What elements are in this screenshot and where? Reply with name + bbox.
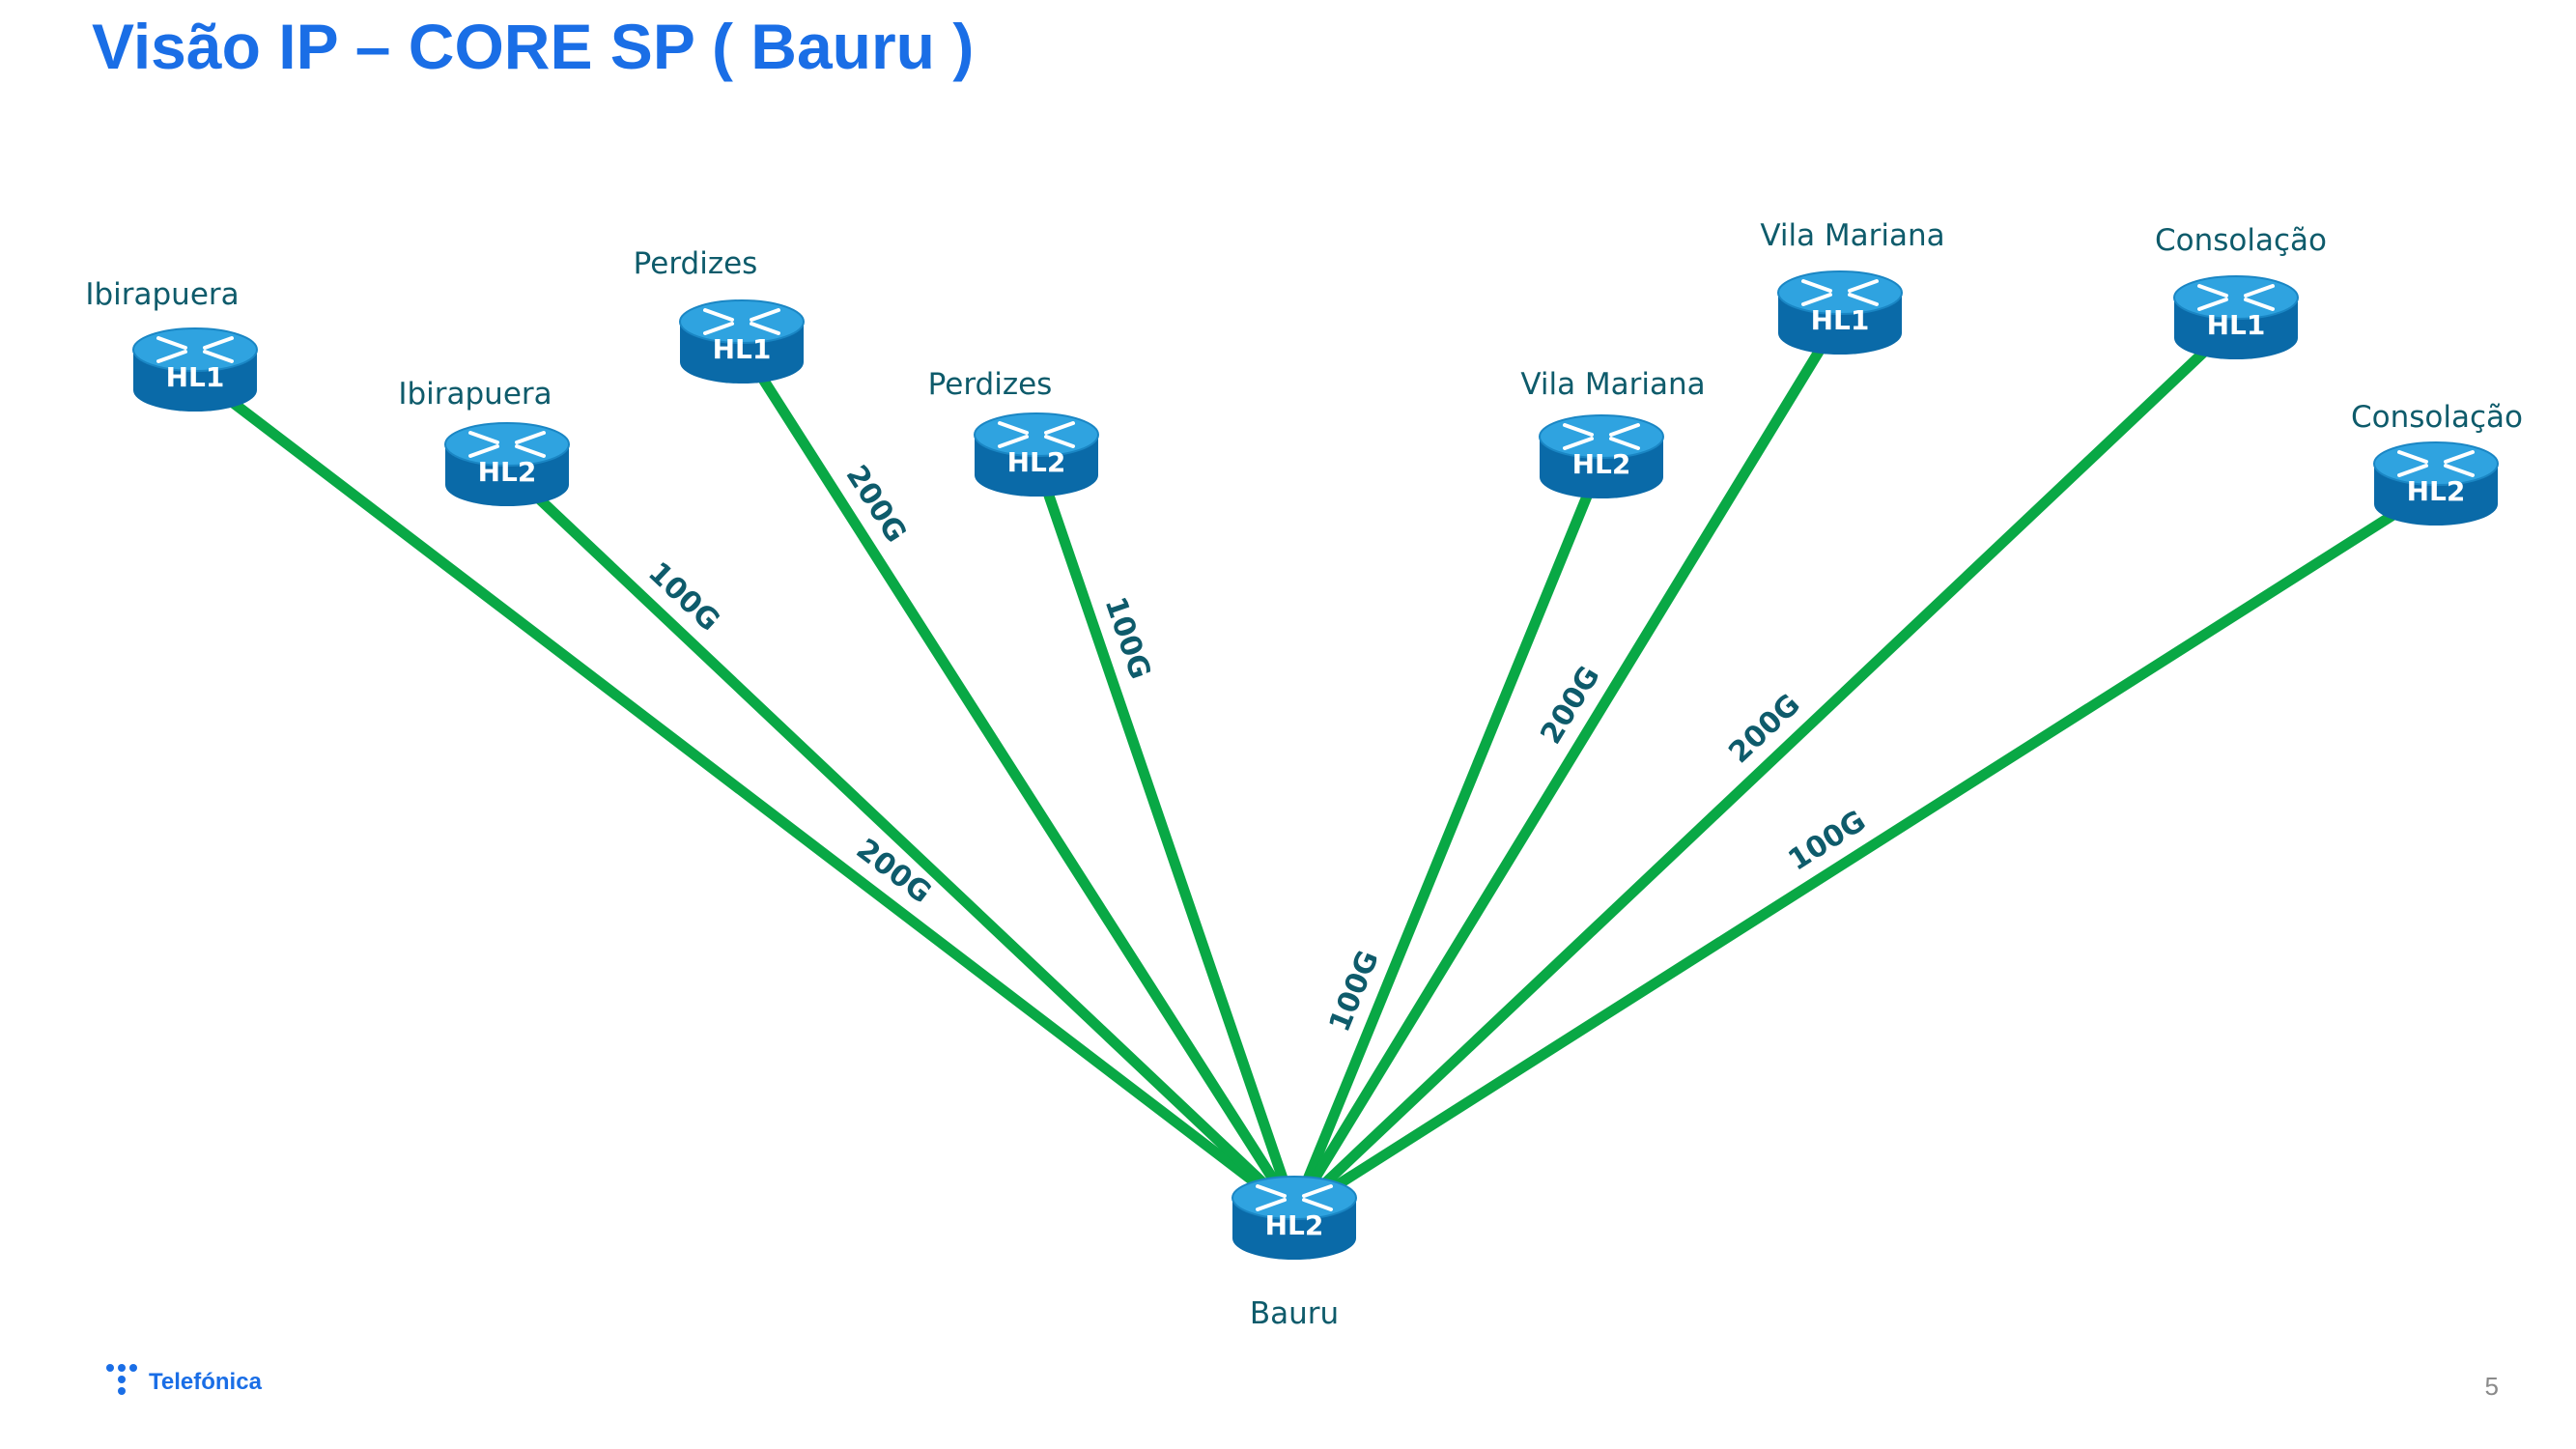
router-role-label: HL1 (166, 361, 225, 393)
link-vila-hl1 (1289, 314, 1845, 1215)
link-vila-hl2 (1288, 458, 1607, 1215)
router-role-label: HL2 (2407, 475, 2466, 507)
router-ibira-hl1: HL1 (132, 327, 258, 412)
router-arrows-icon (468, 431, 546, 458)
router-role-label: HL1 (1811, 304, 1870, 336)
link-capacity-label: 200G (850, 833, 938, 911)
router-role-label: HL2 (1572, 448, 1631, 480)
router-role-label: HL2 (1007, 446, 1066, 478)
router-arrows-icon (1801, 279, 1879, 306)
site-label-ibira-hl1: Ibirapuera (85, 277, 239, 312)
router-consol-hl2: HL2 (2373, 441, 2499, 526)
site-label-ibira-hl2: Ibirapuera (398, 377, 552, 412)
router-perdizes-hl1: HL1 (679, 299, 805, 384)
site-label-perdizes-hl2: Perdizes (928, 367, 1053, 402)
router-consol-hl1: HL1 (2173, 275, 2299, 359)
router-role-label: HL1 (713, 333, 772, 365)
link-capacity-label: 100G (641, 555, 725, 638)
router-arrows-icon (2197, 284, 2275, 311)
router-arrows-icon (703, 308, 780, 335)
link-ibira-hl1 (191, 369, 1298, 1217)
link-ibira-hl2 (503, 465, 1298, 1216)
router-vila-hl1: HL1 (1777, 270, 1903, 355)
site-label-vila-hl2: Vila Mariana (1520, 367, 1705, 402)
router-arrows-icon (156, 336, 234, 363)
telefonica-logo: Telefónica (106, 1362, 262, 1403)
site-label-hub: Bauru (1250, 1296, 1339, 1331)
site-label-consol-hl2: Consolação (2351, 400, 2523, 435)
router-role-label: HL2 (478, 456, 537, 488)
site-label-vila-hl1: Vila Mariana (1760, 218, 1944, 253)
page-number: 5 (2484, 1372, 2499, 1401)
link-consol-hl2 (1291, 483, 2439, 1217)
router-role-label: HL1 (2207, 309, 2266, 341)
router-arrows-icon (998, 421, 1075, 448)
router-vila-hl2: HL2 (1539, 414, 1664, 498)
router-arrows-icon (1563, 423, 1640, 450)
link-consol-hl1 (1290, 318, 2240, 1216)
link-perdizes-hl2 (1031, 457, 1300, 1214)
site-label-consol-hl1: Consolação (2155, 223, 2327, 258)
router-ibira-hl2: HL2 (444, 422, 570, 506)
link-capacity-label: 200G (1722, 688, 1806, 770)
link-capacity-label: 200G (1534, 661, 1606, 751)
router-role-label: HL2 (1265, 1209, 1324, 1241)
link-capacity-label: 100G (1783, 804, 1872, 877)
router-perdizes-hl2: HL2 (974, 412, 1099, 497)
router-arrows-icon (2397, 450, 2475, 477)
telefonica-logo-icon (106, 1362, 143, 1403)
link-perdizes-hl1 (737, 343, 1299, 1215)
slide-title: Visão IP – CORE SP ( Bauru ) (92, 11, 975, 82)
link-capacity-label: 200G (839, 460, 913, 549)
router-hub: HL2 (1231, 1176, 1357, 1260)
logo-text: Telefónica (149, 1369, 262, 1395)
router-arrows-icon (1256, 1184, 1333, 1211)
site-label-perdizes-hl1: Perdizes (634, 246, 758, 281)
links-layer (191, 314, 2439, 1217)
